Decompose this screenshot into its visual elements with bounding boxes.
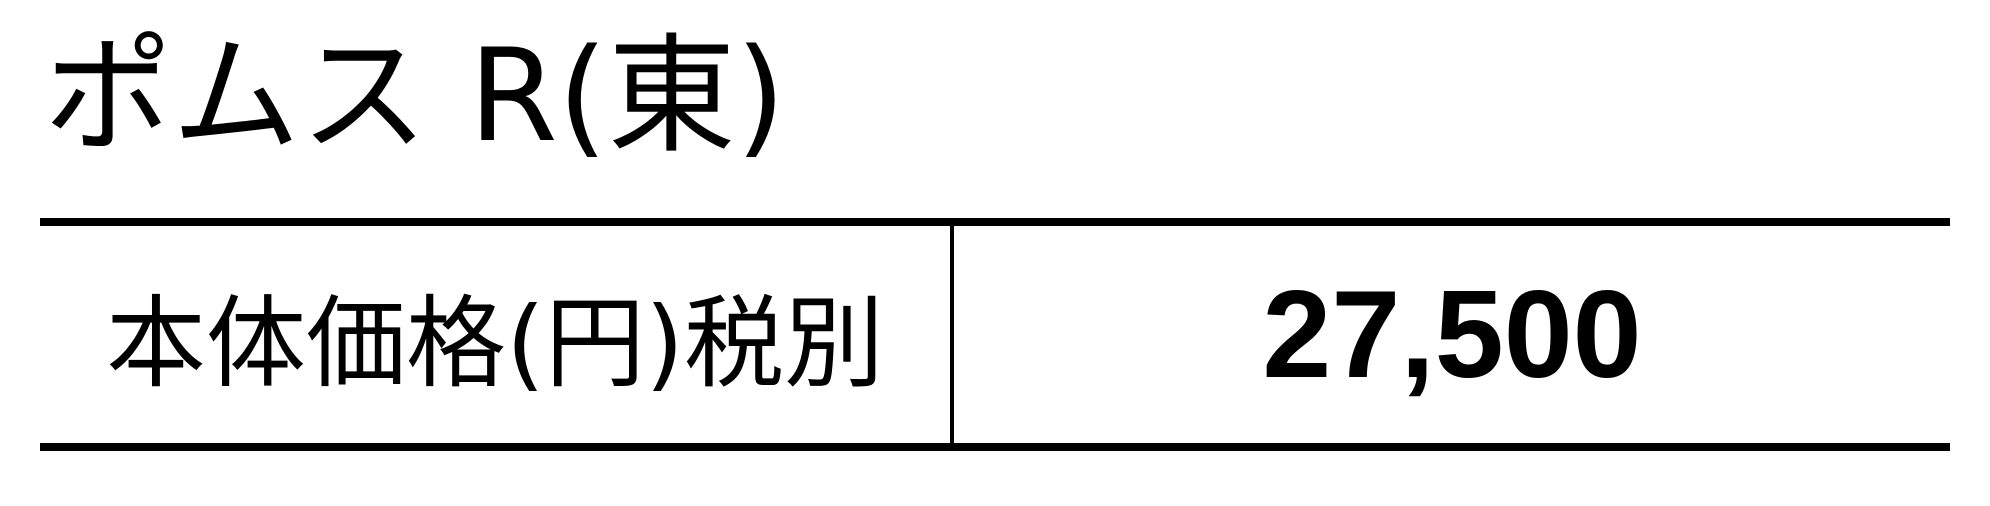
price-label-cell: 本体価格(円)税別: [105, 285, 885, 402]
price-value-cell: 27,500: [1262, 265, 1642, 404]
table-top-rule: [40, 218, 1950, 226]
product-title: ポムス R(東): [44, 22, 786, 171]
table-bottom-rule: [40, 443, 1950, 451]
column-divider: [950, 226, 954, 443]
